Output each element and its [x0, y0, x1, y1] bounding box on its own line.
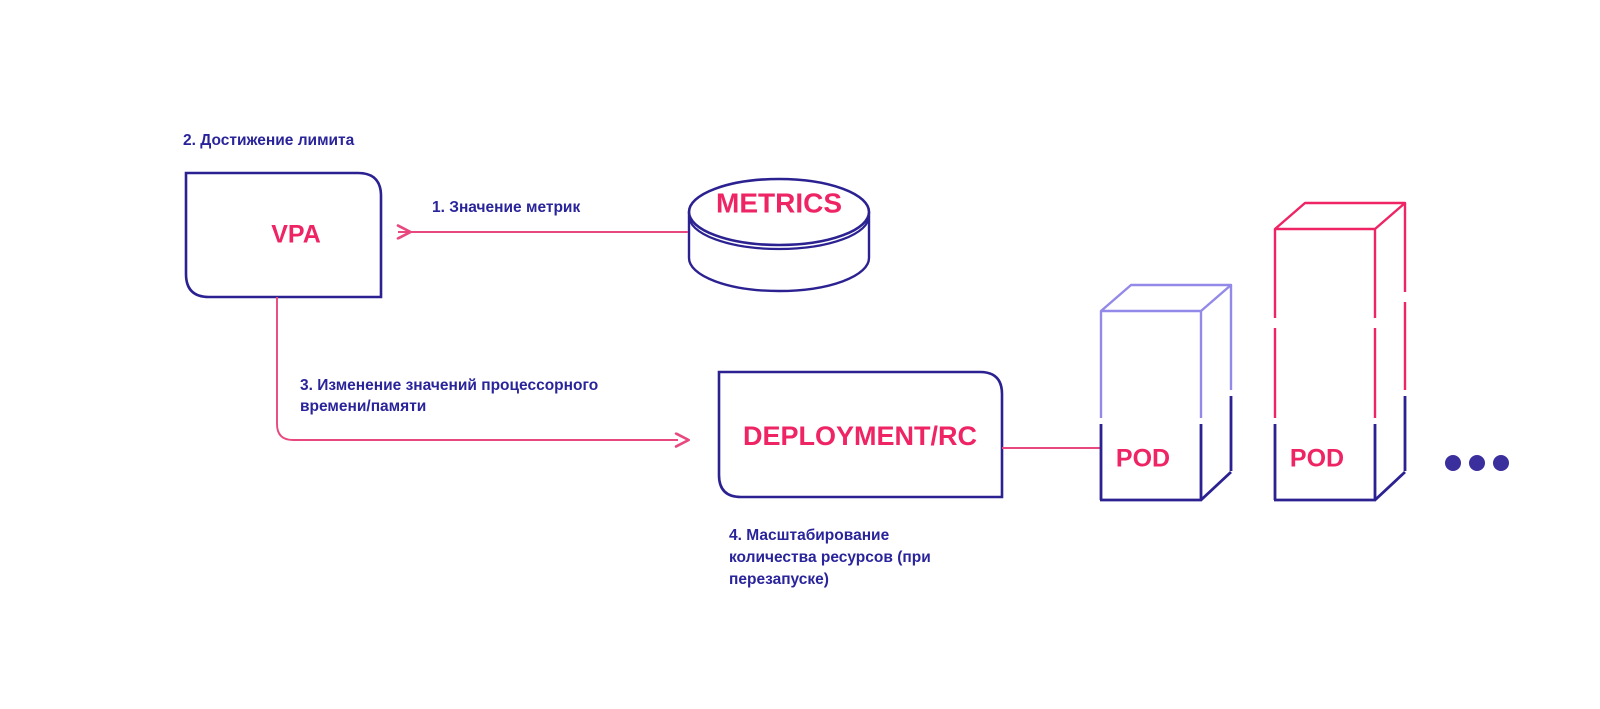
deployment-shape [717, 370, 1004, 499]
ellipsis-dot-1 [1445, 455, 1461, 471]
edge-vpa-to-deployment: 3. Изменение значений процессорного врем… [276, 297, 678, 440]
vpa-shape [184, 171, 383, 299]
ellipsis-dot-2 [1469, 455, 1485, 471]
metrics-top [687, 177, 871, 247]
pod-2-label: POD [1290, 445, 1344, 473]
pod-2-bottom-right-diagonal [1374, 470, 1406, 502]
pod-1-bottom-right-diagonal [1200, 470, 1232, 502]
step-4-label: 4. Масштабирование количества ресурсов (… [729, 527, 935, 588]
node-pod-1[interactable]: POD [1099, 283, 1233, 502]
step-4-line-3: перезапуске) [729, 571, 829, 588]
vpa-label: VPA [271, 221, 321, 249]
pod-1-top-face [1099, 283, 1233, 313]
edge-vpa-to-deployment-line [276, 297, 678, 440]
step-4-line-2: количества ресурсов (при [729, 549, 931, 566]
step-3-line-2: времени/памяти [300, 398, 426, 415]
pod-1-label: POD [1116, 445, 1170, 473]
node-pod-2[interactable]: POD [1273, 201, 1407, 502]
pods-ellipsis [1445, 455, 1509, 471]
pod-1-lower [1099, 396, 1233, 502]
step-2-label: 2. Достижение лимита [183, 132, 355, 149]
step-3-label: 3. Изменение значений процессорного врем… [300, 377, 603, 415]
pod-2-top-face [1273, 201, 1407, 231]
ellipsis-dot-3 [1493, 455, 1509, 471]
pod-2-lower [1273, 396, 1407, 502]
metrics-lip [687, 215, 871, 251]
pod-2-upper [1273, 201, 1407, 418]
pod-1-upper [1099, 283, 1233, 418]
node-vpa[interactable]: VPA [184, 171, 383, 299]
node-deployment[interactable]: DEPLOYMENT/RC [717, 370, 1004, 499]
edge-metrics-to-vpa: 1. Значение метрик [398, 199, 688, 232]
step-3-line-1: 3. Изменение значений процессорного [300, 377, 598, 394]
deployment-label: DEPLOYMENT/RC [743, 421, 977, 451]
step-4-line-1: 4. Масштабирование [729, 527, 890, 544]
node-metrics[interactable]: METRICS [687, 177, 871, 293]
step-1-label: 1. Значение метрик [432, 199, 580, 216]
metrics-label: METRICS [716, 187, 842, 218]
